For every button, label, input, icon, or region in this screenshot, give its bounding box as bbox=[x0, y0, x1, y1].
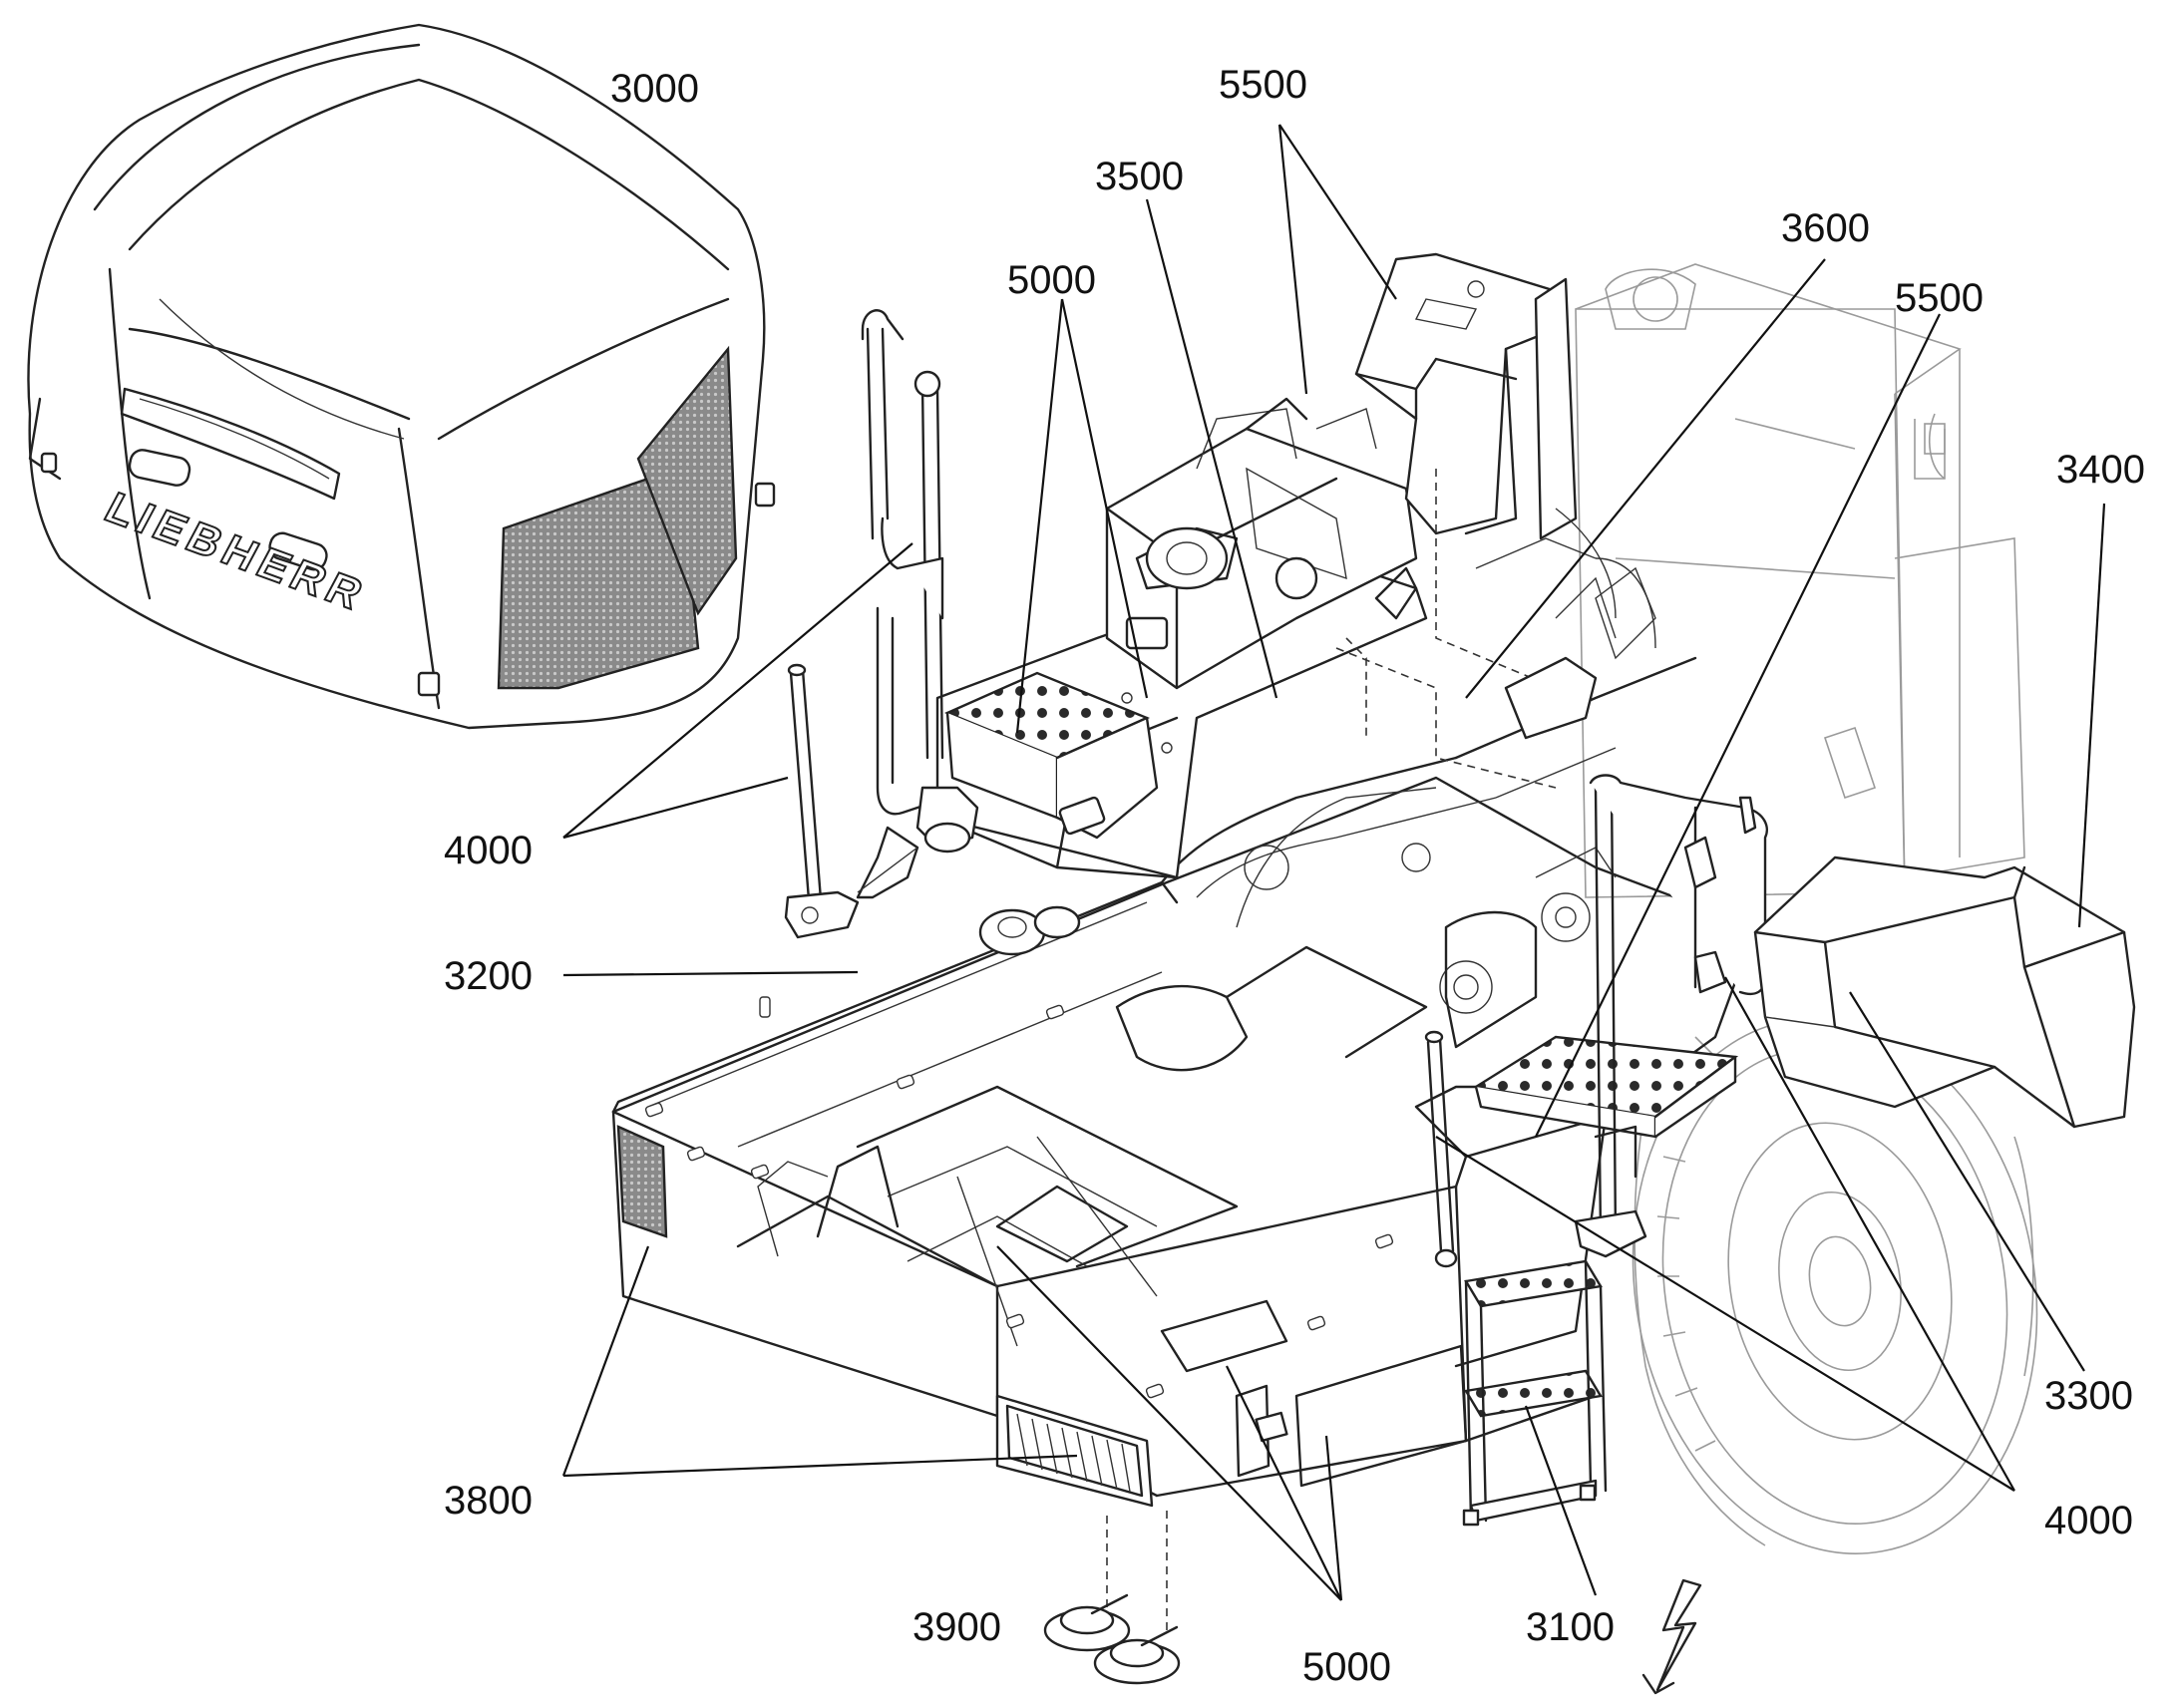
left-handrail bbox=[784, 309, 1081, 956]
lightning-bolt-icon bbox=[1641, 1578, 1702, 1695]
callout-5500-right: 5500 bbox=[1895, 276, 1984, 320]
callout-3800: 3800 bbox=[444, 1479, 533, 1523]
left-step-platform bbox=[943, 671, 1159, 840]
right-step-and-ladder bbox=[1424, 774, 1768, 1527]
right-fender bbox=[1753, 855, 2136, 1129]
callout-3500: 3500 bbox=[1095, 155, 1184, 198]
callout-3200: 3200 bbox=[444, 954, 533, 998]
callout-5500-top: 5500 bbox=[1219, 63, 1307, 107]
callout-3100: 3100 bbox=[1526, 1605, 1615, 1649]
leader-lines bbox=[561, 124, 2106, 1601]
horns bbox=[1043, 1511, 1181, 1685]
rear-grille-left bbox=[616, 1125, 668, 1238]
callout-labels: 3000 5500 3500 3600 5500 5000 3400 4000 … bbox=[444, 63, 2145, 1689]
engine-hood: LIEBHERR bbox=[27, 23, 776, 730]
slot-3200 bbox=[759, 996, 771, 1018]
callout-5000-top: 5000 bbox=[1007, 258, 1096, 302]
callout-3300: 3300 bbox=[2044, 1374, 2133, 1418]
callout-3600: 3600 bbox=[1781, 206, 1870, 250]
callout-4000-left: 4000 bbox=[444, 829, 533, 872]
callout-4000-right: 4000 bbox=[2044, 1499, 2133, 1542]
callout-5000-bottom: 5000 bbox=[1302, 1645, 1391, 1689]
air-filter-box bbox=[1105, 397, 1418, 690]
hood-grille-side bbox=[636, 345, 738, 616]
callout-3900: 3900 bbox=[912, 1605, 1001, 1649]
chassis-bolt-slots bbox=[644, 996, 1394, 1399]
control-valve-bracket bbox=[1335, 469, 1656, 789]
callout-3400: 3400 bbox=[2056, 448, 2145, 492]
exhaust-heat-shield bbox=[1354, 252, 1578, 540]
callout-3000: 3000 bbox=[610, 67, 699, 111]
